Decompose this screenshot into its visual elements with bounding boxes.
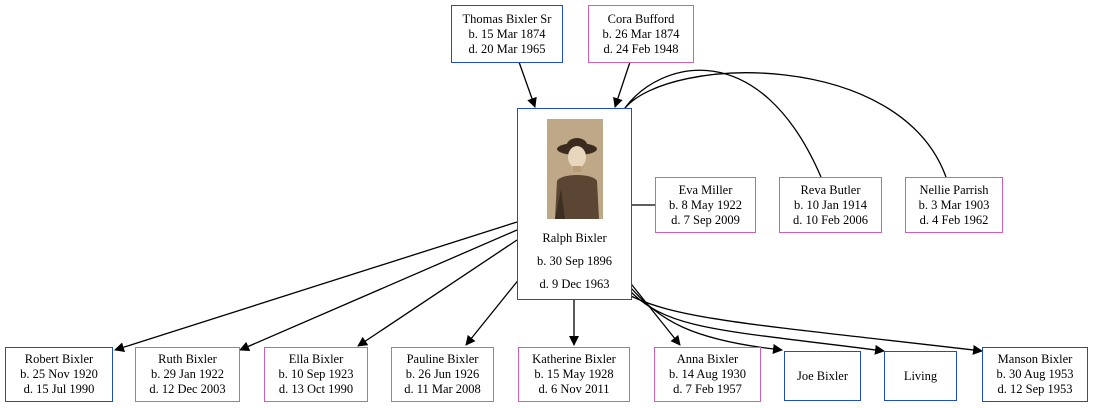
- person-birth: b. 15 Mar 1874: [468, 26, 546, 41]
- edge-ralph-ella: [357, 239, 518, 347]
- person-name: Eva Miller: [678, 182, 733, 197]
- person-manson-bixler[interactable]: Manson Bixler b. 30 Aug 1953 d. 12 Sep 1…: [982, 347, 1088, 402]
- person-name: Anna Bixler: [676, 352, 739, 366]
- edge-cora-to-ralph: [613, 61, 631, 108]
- edge-ralph-joe: [630, 287, 783, 354]
- person-reva-butler[interactable]: Reva Butler b. 10 Jan 1914 d. 10 Feb 200…: [779, 177, 882, 233]
- person-name: Ralph Bixler: [542, 231, 607, 245]
- person-birth: b. 26 Mar 1874: [602, 26, 680, 41]
- person-name: Reva Butler: [800, 182, 861, 197]
- edge-thomas-to-ralph: [518, 61, 537, 108]
- person-robert-bixler[interactable]: Robert Bixler b. 25 Nov 1920 d. 15 Jul 1…: [5, 347, 113, 402]
- person-anna-bixler[interactable]: Anna Bixler b. 14 Aug 1930 d. 7 Feb 1957: [654, 347, 761, 402]
- person-death: d. 20 Mar 1965: [468, 41, 546, 56]
- person-name: Ruth Bixler: [158, 352, 217, 366]
- person-birth: b. 15 May 1928: [534, 367, 614, 381]
- person-nellie-parrish[interactable]: Nellie Parrish b. 3 Mar 1903 d. 4 Feb 19…: [905, 177, 1003, 233]
- person-death: d. 12 Sep 1953: [997, 382, 1073, 396]
- edge-ralph-reva: [624, 69, 822, 178]
- person-death: d. 9 Dec 1963: [539, 277, 610, 291]
- person-name: Living: [903, 368, 938, 383]
- person-death: d. 13 Oct 1990: [278, 382, 354, 396]
- person-birth: b. 26 Jun 1926: [405, 367, 480, 381]
- person-cora-bufford[interactable]: Cora Bufford b. 26 Mar 1874 d. 24 Feb 19…: [588, 5, 694, 63]
- person-death: d. 10 Feb 2006: [793, 212, 868, 227]
- edge-ralph-living: [630, 291, 885, 355]
- person-living[interactable]: Living: [884, 351, 957, 401]
- person-name: Ella Bixler: [288, 352, 344, 366]
- person-death: d. 11 Mar 2008: [404, 382, 481, 396]
- person-birth: b. 29 Jan 1922: [151, 367, 224, 381]
- person-birth: b. 25 Nov 1920: [20, 367, 98, 381]
- person-name: Nellie Parrish: [919, 182, 989, 197]
- person-death: d. 12 Dec 2003: [149, 382, 226, 396]
- edge-ralph-manson: [630, 295, 983, 355]
- person-name: Joe Bixler: [796, 368, 849, 383]
- person-name: Thomas Bixler Sr: [462, 11, 552, 26]
- person-death: d. 24 Feb 1948: [603, 41, 679, 56]
- person-ruth-bixler[interactable]: Ruth Bixler b. 29 Jan 1922 d. 12 Dec 200…: [135, 347, 240, 402]
- person-name: Robert Bixler: [24, 352, 94, 366]
- person-death: d. 4 Feb 1962: [919, 212, 989, 227]
- person-name: Pauline Bixler: [406, 352, 479, 366]
- person-death: d. 6 Nov 2011: [538, 382, 610, 396]
- edge-ralph-pauline: [465, 277, 521, 346]
- person-death: d. 15 Jul 1990: [23, 382, 95, 396]
- person-birth: b. 30 Sep 1896: [537, 254, 612, 268]
- person-joe-bixler[interactable]: Joe Bixler: [784, 351, 861, 401]
- person-death: d. 7 Feb 1957: [673, 382, 742, 396]
- person-name: Manson Bixler: [997, 352, 1073, 366]
- edge-ralph-nellie: [624, 72, 947, 178]
- person-eva-miller[interactable]: Eva Miller b. 8 May 1922 d. 7 Sep 2009: [655, 177, 756, 233]
- person-pauline-bixler[interactable]: Pauline Bixler b. 26 Jun 1926 d. 11 Mar …: [391, 347, 494, 402]
- person-birth: b. 8 May 1922: [669, 197, 742, 212]
- person-ralph-bixler[interactable]: Ralph Bixler b. 30 Sep 1896 d. 9 Dec 196…: [517, 108, 632, 300]
- edge-ralph-ruth: [239, 229, 518, 352]
- person-birth: b. 10 Jan 1914: [794, 197, 867, 212]
- person-thomas-bixler-sr[interactable]: Thomas Bixler Sr b. 15 Mar 1874 d. 20 Ma…: [451, 5, 563, 63]
- person-name: Cora Bufford: [607, 11, 675, 26]
- edge-ralph-anna: [627, 279, 681, 346]
- person-birth: b. 14 Aug 1930: [668, 367, 747, 381]
- person-birth: b. 3 Mar 1903: [918, 197, 990, 212]
- person-birth: b. 10 Sep 1923: [278, 367, 354, 381]
- person-name: Katherine Bixler: [532, 352, 616, 366]
- person-ella-bixler[interactable]: Ella Bixler b. 10 Sep 1923 d. 13 Oct 199…: [264, 347, 368, 402]
- person-death: d. 7 Sep 2009: [671, 212, 740, 227]
- person-katherine-bixler[interactable]: Katherine Bixler b. 15 May 1928 d. 6 Nov…: [518, 347, 630, 402]
- edge-ralph-robert: [114, 221, 518, 353]
- portrait-photo: [546, 119, 603, 219]
- person-birth: b. 30 Aug 1953: [996, 367, 1074, 381]
